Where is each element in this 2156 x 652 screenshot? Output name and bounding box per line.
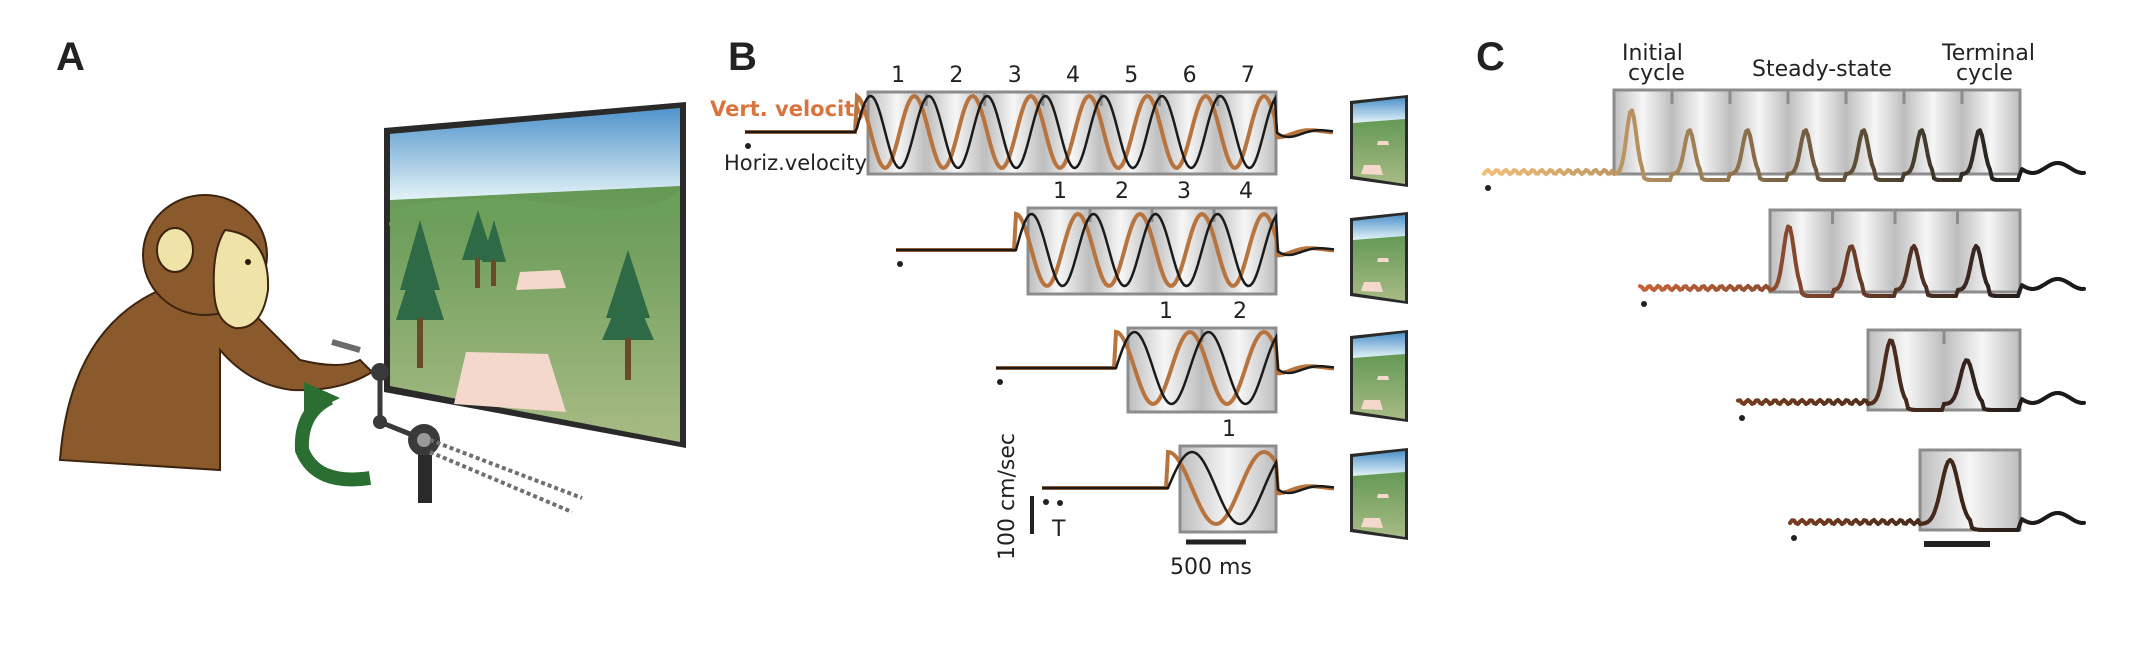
start-dot bbox=[997, 379, 1003, 385]
x-scale-label: 500 ms bbox=[1170, 555, 1252, 580]
start-dot bbox=[1791, 535, 1797, 541]
target-patch-near bbox=[454, 352, 566, 412]
scene-thumbnail bbox=[1350, 212, 1408, 304]
y-scale-label: 100 cm/sec bbox=[995, 433, 1020, 560]
marker-dot bbox=[1057, 500, 1063, 506]
tree-icon bbox=[396, 220, 444, 368]
horiz-velocity-trace bbox=[996, 330, 1335, 406]
horiz-velocity-label: Horiz.velocity bbox=[724, 151, 867, 175]
panel-c-traces bbox=[1482, 88, 2086, 541]
monkey-illustration bbox=[58, 102, 686, 514]
horiz-velocity-trace bbox=[1042, 450, 1335, 526]
cycle-label: 5 bbox=[1124, 63, 1138, 88]
cycle-label: 7 bbox=[1241, 63, 1255, 88]
b-row-2: 1 2 3 4 bbox=[896, 179, 1408, 304]
cycle-label: 3 bbox=[1008, 63, 1022, 88]
c-row-2 bbox=[1638, 208, 2086, 307]
joystick bbox=[371, 363, 583, 514]
scene-thumbnail bbox=[1350, 95, 1408, 187]
tree-icon bbox=[462, 210, 494, 288]
start-dot bbox=[1739, 415, 1745, 421]
panel-label-a: A bbox=[56, 35, 85, 79]
target-patch-far bbox=[516, 270, 566, 290]
steady-state-label: Steady-state bbox=[1752, 57, 1892, 82]
cycle-label: 3 bbox=[1177, 179, 1191, 204]
velocity-trace-segment bbox=[1790, 235, 1796, 253]
b-row-1: 1 2 3 4 5 6 7 bbox=[745, 63, 1408, 187]
start-dot bbox=[897, 261, 903, 267]
tree-icon bbox=[482, 220, 506, 286]
marker-label: T bbox=[1051, 517, 1066, 542]
initial-cycle-label-line2: cycle bbox=[1628, 61, 1685, 86]
cycle-label: 1 bbox=[1159, 299, 1173, 324]
arrow-head-icon bbox=[304, 382, 340, 416]
cycle-label: 2 bbox=[1233, 299, 1247, 324]
c-row-1 bbox=[1482, 88, 2086, 191]
cycle-label: 4 bbox=[1239, 179, 1253, 204]
start-dot bbox=[745, 143, 751, 149]
start-dot bbox=[1641, 301, 1647, 307]
velocity-trace-segment bbox=[1624, 121, 1630, 141]
cycle-label: 2 bbox=[1115, 179, 1129, 204]
velocity-trace-segment bbox=[1792, 248, 1798, 267]
scene-thumbnail bbox=[1350, 448, 1408, 540]
cycle-label: 1 bbox=[891, 63, 905, 88]
cycle-label: 1 bbox=[1222, 417, 1236, 442]
scene-thumbnail bbox=[1350, 330, 1408, 422]
initial-cycle-label-line1: Initial bbox=[1622, 41, 1683, 66]
cycle-label: 1 bbox=[1053, 179, 1067, 204]
velocity-trace-segment bbox=[1778, 259, 1784, 276]
c-row-3 bbox=[1736, 328, 2086, 421]
start-dot bbox=[1485, 185, 1491, 191]
panel-label-c: C bbox=[1476, 35, 1505, 79]
monitor bbox=[384, 102, 686, 448]
horiz-velocity-trace bbox=[896, 212, 1335, 288]
cycle-shade bbox=[1180, 446, 1276, 532]
tree-icon bbox=[602, 250, 654, 380]
start-dot bbox=[1043, 499, 1049, 505]
epoch-box bbox=[1918, 448, 2022, 532]
velocity-trace-segment bbox=[1622, 136, 1628, 156]
cycle-label: 6 bbox=[1183, 63, 1197, 88]
vert-velocity-label: Vert. velocity bbox=[710, 97, 868, 121]
velocity-trace-segment bbox=[1632, 116, 1638, 135]
horiz-velocity-trace bbox=[745, 94, 1334, 170]
velocity-trace-segment bbox=[1894, 355, 1900, 372]
c-row-4 bbox=[1788, 448, 2086, 541]
b-row-4: 1 bbox=[1042, 417, 1408, 540]
monkey bbox=[58, 194, 374, 472]
cycle-label: 4 bbox=[1066, 63, 1080, 88]
velocity-trace-segment bbox=[1634, 130, 1640, 150]
terminal-cycle-label-line1: Terminal bbox=[1941, 41, 2035, 66]
velocity-trace-segment bbox=[1636, 146, 1642, 163]
cycle-label: 2 bbox=[949, 63, 963, 88]
terminal-cycle-label-line2: cycle bbox=[1956, 61, 2013, 86]
velocity-trace-segment bbox=[1782, 232, 1788, 250]
panel-label-b: B bbox=[728, 35, 757, 79]
velocity-trace-segment bbox=[1780, 245, 1786, 264]
